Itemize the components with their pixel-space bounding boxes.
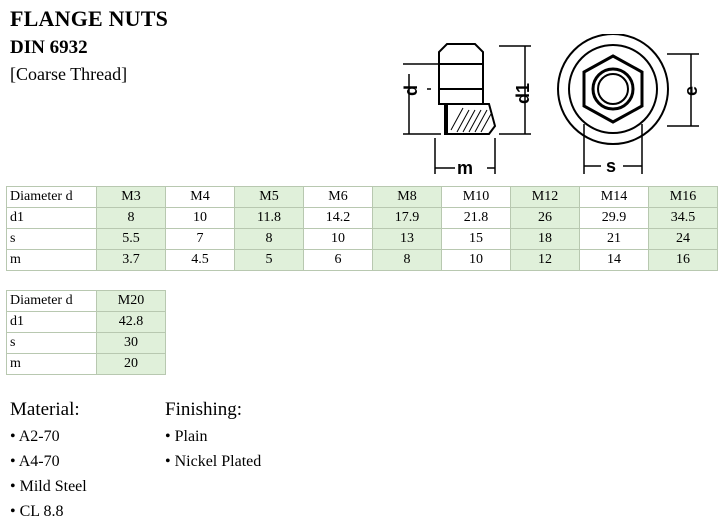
table-cell: 10	[441, 249, 511, 271]
table-row: m 20	[6, 353, 166, 375]
page-title: FLANGE NUTS	[10, 6, 169, 31]
material-heading: Material:	[10, 399, 80, 420]
table-cell: 21	[579, 228, 649, 250]
table-cell: M16	[648, 186, 718, 208]
table-row: d1 8 10 11.8 14.2 17.9 21.8 26 29.9 34.5	[6, 207, 718, 229]
table-row: Diameter d M3 M4 M5 M6 M8 M10 M12 M14 M1…	[6, 186, 718, 208]
size-table-secondary: Diameter d M20 d1 42.8 s 30 m 20	[6, 290, 166, 375]
table-cell: 4.5	[165, 249, 235, 271]
size-table-main: Diameter d M3 M4 M5 M6 M8 M10 M12 M14 M1…	[6, 186, 718, 271]
table-cell: 7	[165, 228, 235, 250]
row-label: s	[6, 332, 97, 354]
table-cell: 20	[96, 353, 166, 375]
table-cell: 42.8	[96, 311, 166, 333]
finishing-heading: Finishing:	[165, 399, 243, 420]
row-label: d1	[6, 311, 97, 333]
row-label: m	[6, 249, 97, 271]
table-cell: M5	[234, 186, 304, 208]
list-item: • A4-70	[10, 453, 60, 470]
thread-note: [Coarse Thread]	[10, 64, 128, 84]
row-label: s	[6, 228, 97, 250]
table-cell: 10	[303, 228, 373, 250]
row-label: Diameter d	[6, 186, 97, 208]
table-cell: M20	[96, 290, 166, 312]
table-cell: M14	[579, 186, 649, 208]
table-cell: 16	[648, 249, 718, 271]
list-item: • A2-70	[10, 428, 60, 445]
list-item: • Nickel Plated	[165, 453, 262, 470]
dim-e-label: e	[681, 86, 701, 96]
table-cell: 17.9	[372, 207, 442, 229]
table-cell: 14	[579, 249, 649, 271]
table-cell: 21.8	[441, 207, 511, 229]
table-cell: 30	[96, 332, 166, 354]
finishing-list: • Plain • Nickel Plated	[165, 424, 261, 474]
table-cell: 14.2	[303, 207, 373, 229]
table-row: m 3.7 4.5 5 6 8 10 12 14 16	[6, 249, 718, 271]
table-cell: 5.5	[96, 228, 166, 250]
row-label: m	[6, 353, 97, 375]
table-cell: 6	[303, 249, 373, 271]
table-cell: 34.5	[648, 207, 718, 229]
table-cell: 24	[648, 228, 718, 250]
table-cell: 12	[510, 249, 580, 271]
table-cell: M6	[303, 186, 373, 208]
row-label: d1	[6, 207, 97, 229]
table-cell: M8	[372, 186, 442, 208]
list-item: • Plain	[165, 428, 208, 445]
table-row: Diameter d M20	[6, 290, 166, 312]
list-item: • CL 8.8	[10, 503, 64, 520]
dim-d-label: d	[401, 85, 421, 96]
row-label: Diameter d	[6, 290, 97, 312]
table-row: s 5.5 7 8 10 13 15 18 21 24	[6, 228, 718, 250]
table-cell: 29.9	[579, 207, 649, 229]
table-cell: 8	[372, 249, 442, 271]
table-cell: 10	[165, 207, 235, 229]
list-item: • Mild Steel	[10, 478, 87, 495]
dim-d1-label: d1	[513, 83, 533, 104]
table-cell: 13	[372, 228, 442, 250]
table-row: s 30	[6, 332, 166, 354]
table-cell: M10	[441, 186, 511, 208]
material-list: • A2-70 • A4-70 • Mild Steel • CL 8.8	[10, 424, 87, 524]
table-row: d1 42.8	[6, 311, 166, 333]
table-cell: 8	[96, 207, 166, 229]
table-cell: 5	[234, 249, 304, 271]
dim-s-label: s	[606, 156, 616, 176]
table-cell: 11.8	[234, 207, 304, 229]
table-cell: 3.7	[96, 249, 166, 271]
table-cell: 8	[234, 228, 304, 250]
table-cell: 26	[510, 207, 580, 229]
flange-nut-drawing: d d1 m s e	[401, 34, 701, 178]
table-cell: M3	[96, 186, 166, 208]
table-cell: M12	[510, 186, 580, 208]
dim-m-label: m	[457, 158, 473, 178]
standard-label: DIN 6932	[10, 37, 88, 58]
table-cell: 15	[441, 228, 511, 250]
table-cell: 18	[510, 228, 580, 250]
table-cell: M4	[165, 186, 235, 208]
